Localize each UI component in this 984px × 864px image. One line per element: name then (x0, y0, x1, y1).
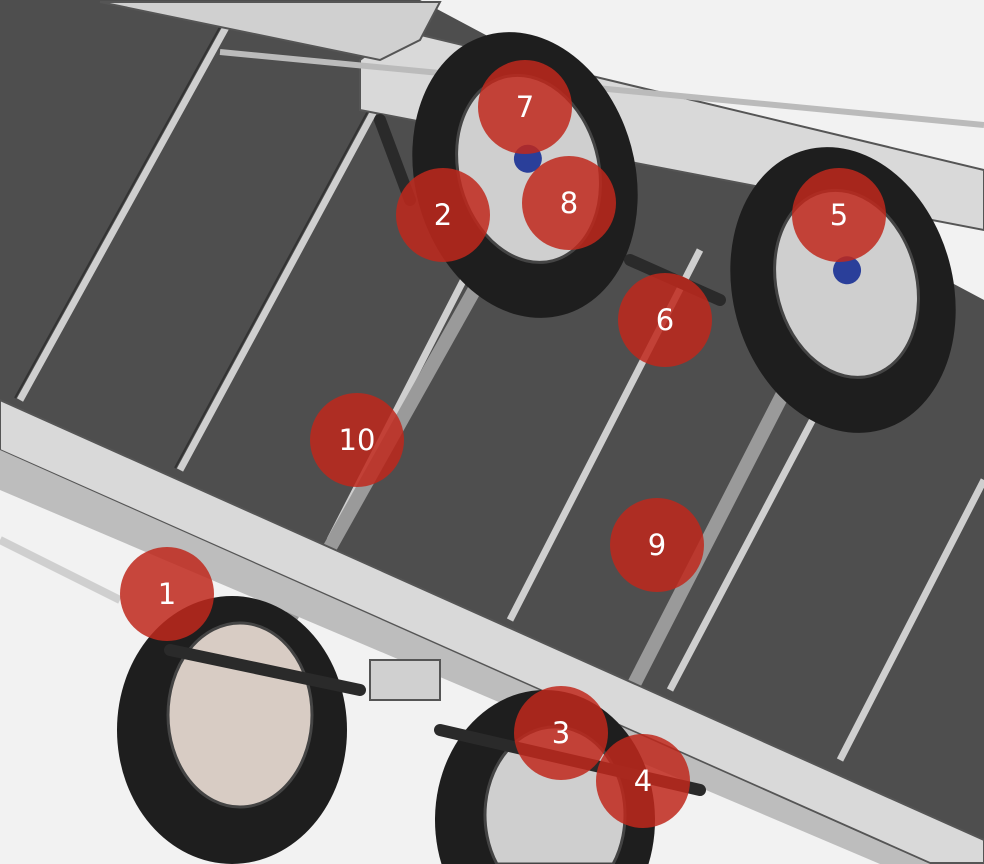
hotspot-10[interactable]: 10 (310, 393, 404, 487)
hotspot-1[interactable]: 1 (120, 547, 214, 641)
hotspot-3[interactable]: 3 (514, 686, 608, 780)
hotspot-8[interactable]: 8 (522, 156, 616, 250)
hotspot-5[interactable]: 5 (792, 168, 886, 262)
hotspot-7[interactable]: 7 (478, 60, 572, 154)
hotspot-4[interactable]: 4 (596, 734, 690, 828)
bottom-frame-rail (0, 398, 984, 864)
hotspot-6[interactable]: 6 (618, 273, 712, 367)
equalizer-bracket (369, 659, 441, 701)
hotspot-9[interactable]: 9 (610, 498, 704, 592)
hotspot-2[interactable]: 2 (396, 168, 490, 262)
